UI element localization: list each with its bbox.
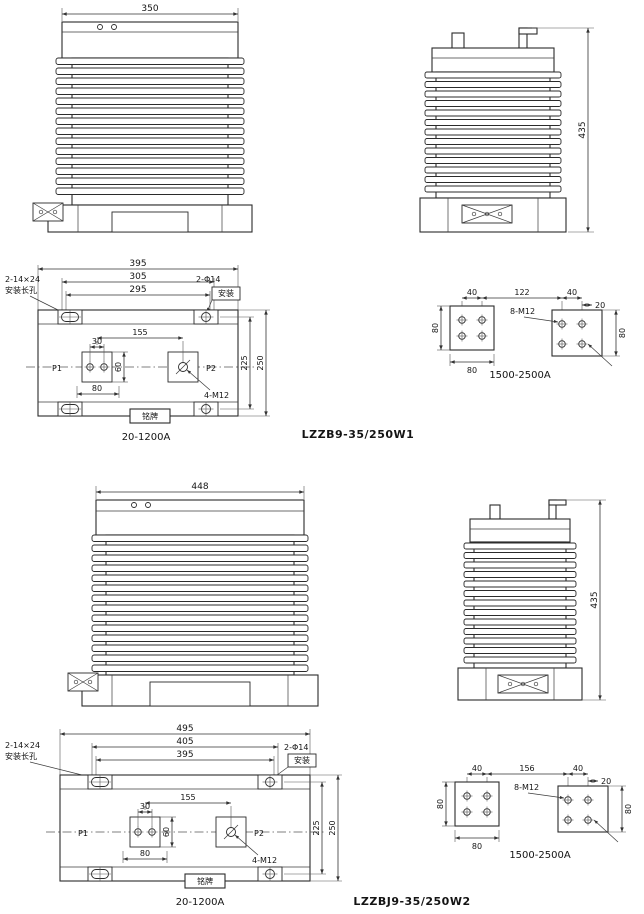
- w1-plate-dim-80-bottom: 80: [467, 366, 477, 375]
- top-bolt-icon: [97, 24, 103, 30]
- w2-plate-dim-40-right: 40: [573, 764, 583, 773]
- nameplate-box: [184, 873, 226, 889]
- w1-model-title: LZZB9-35/250W1: [302, 428, 415, 441]
- w2-plates-caption: 1500-2500A: [509, 850, 571, 861]
- w1-dim-60: 60: [114, 362, 123, 372]
- w1-plate-dim-20: 20: [595, 301, 605, 310]
- w2-plate-dim-gap: 156: [519, 764, 534, 773]
- top-bolt-icon: [131, 502, 137, 508]
- w2-install-label: 安装: [294, 755, 310, 765]
- w2-terminal-plates: 40 156 40 20 8-M12 80 80 80 1500-2500A: [436, 764, 633, 861]
- top-bolt-icon: [145, 502, 151, 508]
- top-bolt-icon: [111, 24, 117, 30]
- w2-slot-label: 2-14×24: [5, 741, 40, 750]
- nameplate-box: [129, 408, 171, 424]
- w1-plate-dim-80-left: 80: [431, 323, 440, 333]
- w1-front-view: 350: [32, 4, 253, 233]
- w2-p2-label: P2: [254, 829, 264, 838]
- w2-slot-label2: 安装长孔: [5, 751, 37, 761]
- w2-plate-dim-80-left: 80: [436, 799, 445, 809]
- secondary-terminal-box-icon: [497, 674, 549, 694]
- w1-dim-250: 250: [256, 355, 265, 370]
- w2-model-title: LZZBJ9-35/250W2: [353, 895, 470, 908]
- w2-plate-dim-20: 20: [601, 777, 611, 786]
- secondary-terminal-box-icon: [67, 672, 99, 692]
- w2-dim-60: 60: [162, 827, 171, 837]
- w1-terminal-plates: 40 122 40 20 8-M12 80 80 80 1500-2500A: [431, 288, 627, 381]
- w2-dim-80: 80: [140, 849, 150, 858]
- w1-plate-dim-40-left: 40: [467, 288, 477, 297]
- w2-dim-250: 250: [328, 820, 337, 835]
- w1-plate-dim-gap: 122: [514, 288, 529, 297]
- w1-p2-label: P2: [206, 364, 216, 373]
- w2-plate-dim-40-left: 40: [472, 764, 482, 773]
- w2-plate-dim-80-right: 80: [624, 804, 633, 814]
- w1-mount-dim-outer: 395: [129, 259, 146, 269]
- w2-dim-155: 155: [180, 793, 195, 802]
- w2-mounting-view: 495 405 395 2-14×24 安装长孔 2-Φ14 安装 P1 P2 …: [5, 724, 342, 908]
- w2-p1-label: P1: [78, 829, 88, 838]
- w1-bolt-label: 4-M12: [204, 391, 229, 400]
- w1-mount-dim-inner: 295: [129, 285, 146, 295]
- w2-nameplate-label: 铭牌: [197, 876, 213, 886]
- w1-mount-dim-mid: 305: [129, 272, 146, 282]
- w1-side-height-dim: 435: [578, 121, 588, 138]
- w1-hole-label: 2-Φ14: [196, 275, 220, 284]
- w1-mounting-view: 395 305 295 2-14×24 安装长孔 2-Φ14 安装 P1 P2 …: [5, 259, 270, 443]
- w1-dim-80: 80: [92, 384, 102, 393]
- w1-plate-bolt-label: 8-M12: [510, 307, 535, 316]
- w1-p1-label: P1: [52, 364, 62, 373]
- secondary-terminal-box-icon: [32, 202, 64, 222]
- w1-dim-155: 155: [132, 328, 147, 337]
- w2-side-view: 435: [457, 499, 606, 701]
- w2-dim-225: 225: [312, 820, 321, 835]
- w2-hole-label: 2-Φ14: [284, 743, 308, 752]
- w2-bolt-label: 4-M12: [252, 856, 277, 865]
- w2-plate-dim-80-bottom: 80: [472, 842, 482, 851]
- w1-slot-label2: 安装长孔: [5, 285, 37, 295]
- w1-plate-dim-80-right: 80: [618, 328, 627, 338]
- w2-plate-bolt-label: 8-M12: [514, 783, 539, 792]
- w2-mount-dim-inner: 395: [176, 750, 193, 760]
- w2-mount-dim-mid: 405: [176, 737, 193, 747]
- w1-side-view: 435: [419, 27, 594, 233]
- w2-mount-caption: 20-1200A: [176, 897, 225, 908]
- w2-front-view: 448: [67, 482, 319, 707]
- w1-install-label: 安装: [218, 288, 234, 298]
- w1-plates-caption: 1500-2500A: [489, 370, 551, 381]
- secondary-terminal-box-icon: [461, 204, 513, 224]
- w1-plate-dim-40-right: 40: [567, 288, 577, 297]
- w1-nameplate-label: 铭牌: [142, 411, 158, 421]
- w1-mount-caption: 20-1200A: [122, 432, 171, 443]
- w1-slot-label: 2-14×24: [5, 275, 40, 284]
- w2-front-width-dim: 448: [191, 482, 208, 492]
- w1-dim-225: 225: [240, 355, 249, 370]
- w2-side-height-dim: 435: [590, 591, 600, 608]
- w2-mount-dim-outer: 495: [176, 724, 193, 734]
- w1-front-width-dim: 350: [141, 4, 158, 14]
